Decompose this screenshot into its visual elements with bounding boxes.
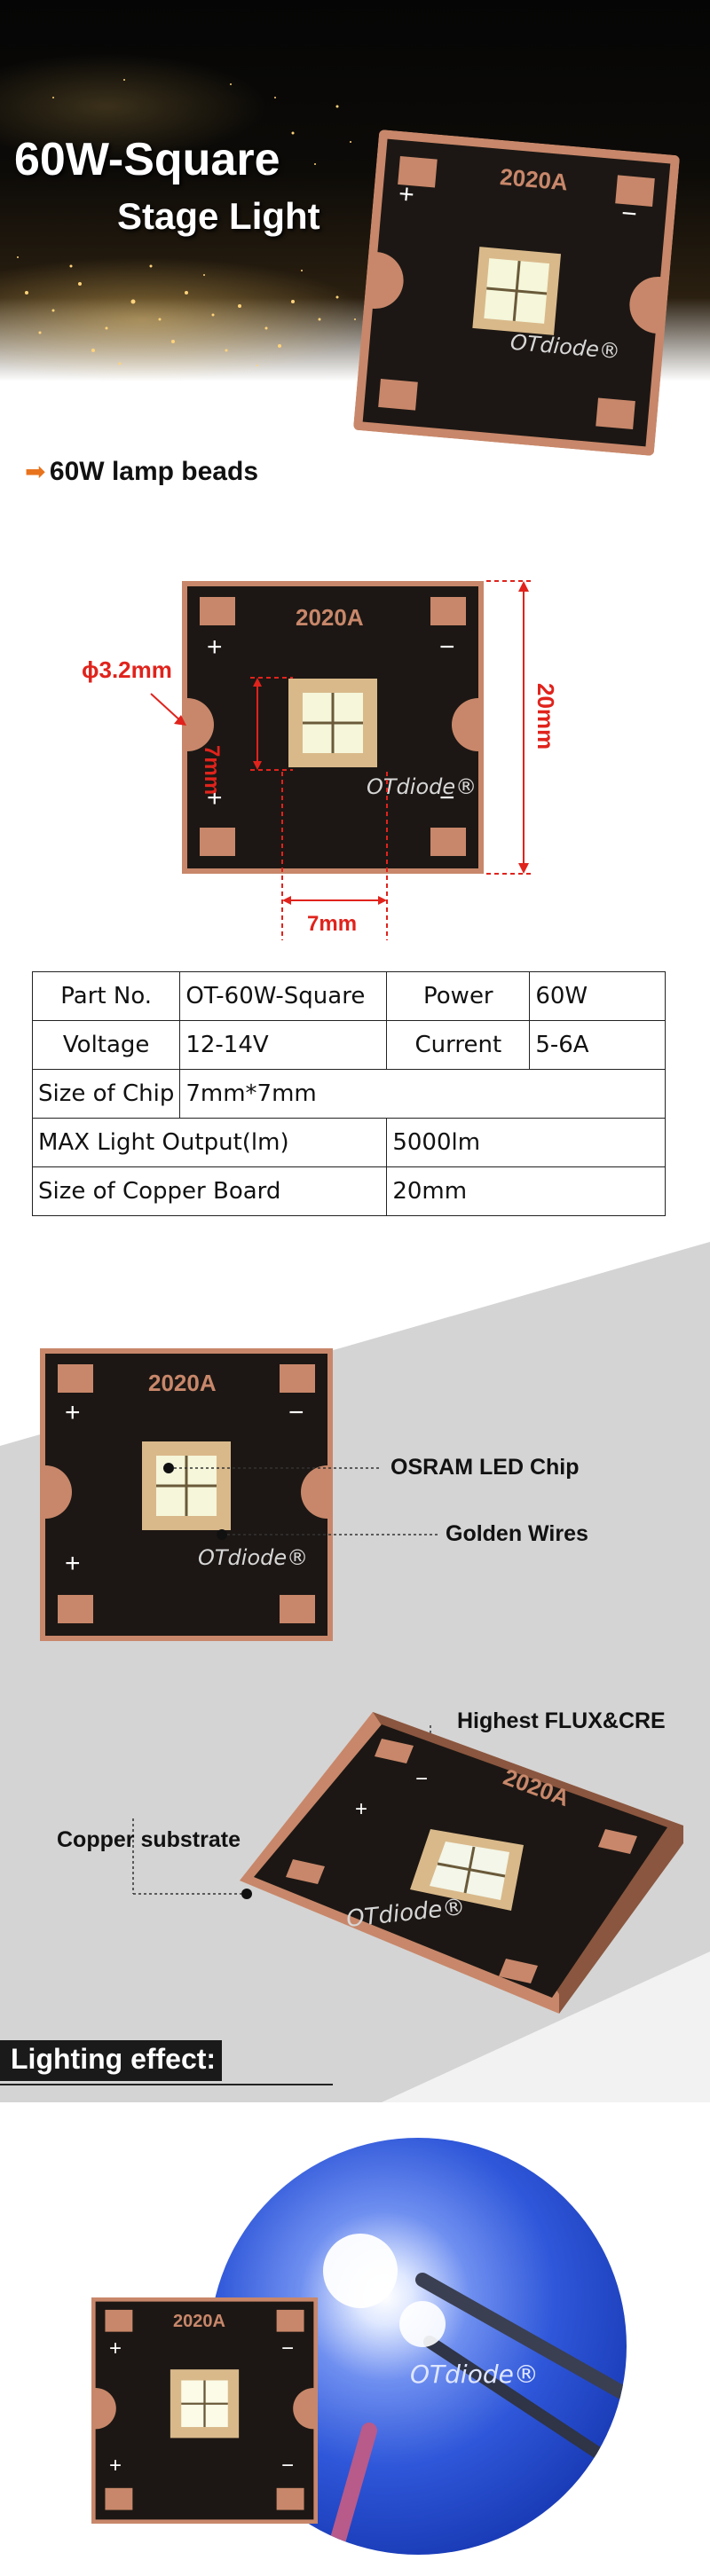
cell-light-output-label: MAX Light Output(lm) — [31, 1118, 388, 1167]
cell-voltage-label: Voltage — [31, 1020, 181, 1070]
watermark: OTdiode® — [198, 1545, 309, 1570]
cell-chip-size-label: Size of Chip — [31, 1069, 181, 1119]
plus-mark: + — [65, 1549, 81, 1578]
callout-osram-chip: OSRAM LED Chip — [390, 1455, 580, 1480]
hero-subtitle: Stage Light — [117, 195, 320, 237]
cell-current-label: Current — [386, 1020, 531, 1070]
section-heading-text: 60W lamp beads — [49, 457, 258, 486]
board-label: 2020A — [173, 2312, 225, 2331]
minus-mark: − — [619, 199, 639, 230]
minus-mark: − — [288, 1398, 304, 1427]
dim-board-label: 20mm — [532, 683, 559, 750]
minus-mark: − — [439, 783, 455, 813]
lighting-heading-bar — [0, 2040, 222, 2081]
callout-copper-substrate: Copper substrate — [57, 1827, 241, 1852]
callout-highest-flux: Highest FLUX&CRE — [457, 1708, 666, 1733]
hero-title: 60W-Square — [14, 134, 280, 185]
board-label: 2020A — [296, 604, 364, 631]
dim-chip-horizontal-label: 7mm — [307, 912, 358, 936]
cell-power-label: Power — [386, 971, 531, 1021]
cell-voltage-value: 12-14V — [179, 1020, 388, 1070]
plus-mark: + — [207, 783, 223, 813]
probe-wires — [323, 2234, 627, 2555]
lighting-heading: Lighting effect: — [11, 2043, 217, 2075]
dimension-lines — [150, 580, 532, 940]
spec-table: Part No. OT-60W-Square Power 60W Voltage… — [31, 971, 666, 1216]
minus-mark: − — [439, 632, 455, 662]
cell-power-value: 60W — [529, 971, 666, 1021]
board-label: 2020A — [499, 162, 569, 196]
cell-part-no-value: OT-60W-Square — [179, 971, 388, 1021]
lighting-heading-underline — [0, 2084, 333, 2085]
table-row: Size of Chip 7mm*7mm — [31, 1069, 666, 1119]
watermark: OTdiode® — [367, 774, 477, 799]
arrow-right-icon: ➡ — [25, 458, 46, 485]
plus-mark: + — [397, 179, 416, 210]
minus-mark: − — [281, 2336, 295, 2360]
plus-mark: + — [207, 632, 223, 662]
table-row: Size of Copper Board 20mm — [31, 1166, 666, 1216]
plus-mark: + — [109, 2336, 122, 2360]
minus-mark: − — [415, 1767, 429, 1791]
cell-board-size-label: Size of Copper Board — [31, 1166, 388, 1216]
hero-sparkle-background — [0, 53, 378, 381]
board-label: 2020A — [148, 1370, 217, 1396]
dim-hole-label: ϕ3.2mm — [82, 656, 172, 683]
dim-chip-vertical-label: 7mm — [200, 745, 224, 796]
table-row: Part No. OT-60W-Square Power 60W — [31, 971, 666, 1021]
watermark: OTdiode® — [410, 2360, 539, 2389]
plus-mark: + — [65, 1398, 81, 1427]
dimension-led-board: 2020A + − + − OTdiode® — [182, 581, 484, 874]
cell-current-value: 5-6A — [529, 1020, 666, 1070]
lighting-led-board: 2020A + − + − — [91, 2297, 318, 2524]
callout-golden-wires: Golden Wires — [446, 1521, 588, 1546]
cell-chip-size-value: 7mm*7mm — [179, 1069, 666, 1119]
table-row: MAX Light Output(lm) 5000lm — [31, 1118, 666, 1167]
cell-light-output-value: 5000lm — [386, 1118, 666, 1167]
plus-mark: + — [355, 1797, 368, 1821]
cell-board-size-value: 20mm — [386, 1166, 666, 1216]
feature-led-board-3d: 2020A − + OTdiode® — [240, 1712, 683, 2014]
plus-mark: + — [109, 2454, 122, 2478]
cell-part-no-label: Part No. — [31, 971, 181, 1021]
hero-led-board: 2020A + − OTdiode® — [334, 110, 699, 475]
feature-led-board: 2020A + − + OTdiode® — [40, 1348, 333, 1641]
minus-mark: − — [281, 2454, 295, 2478]
section-lamp-beads-heading: ➡ 60W lamp beads — [25, 457, 258, 487]
table-row: Voltage 12-14V Current 5-6A — [31, 1020, 666, 1070]
